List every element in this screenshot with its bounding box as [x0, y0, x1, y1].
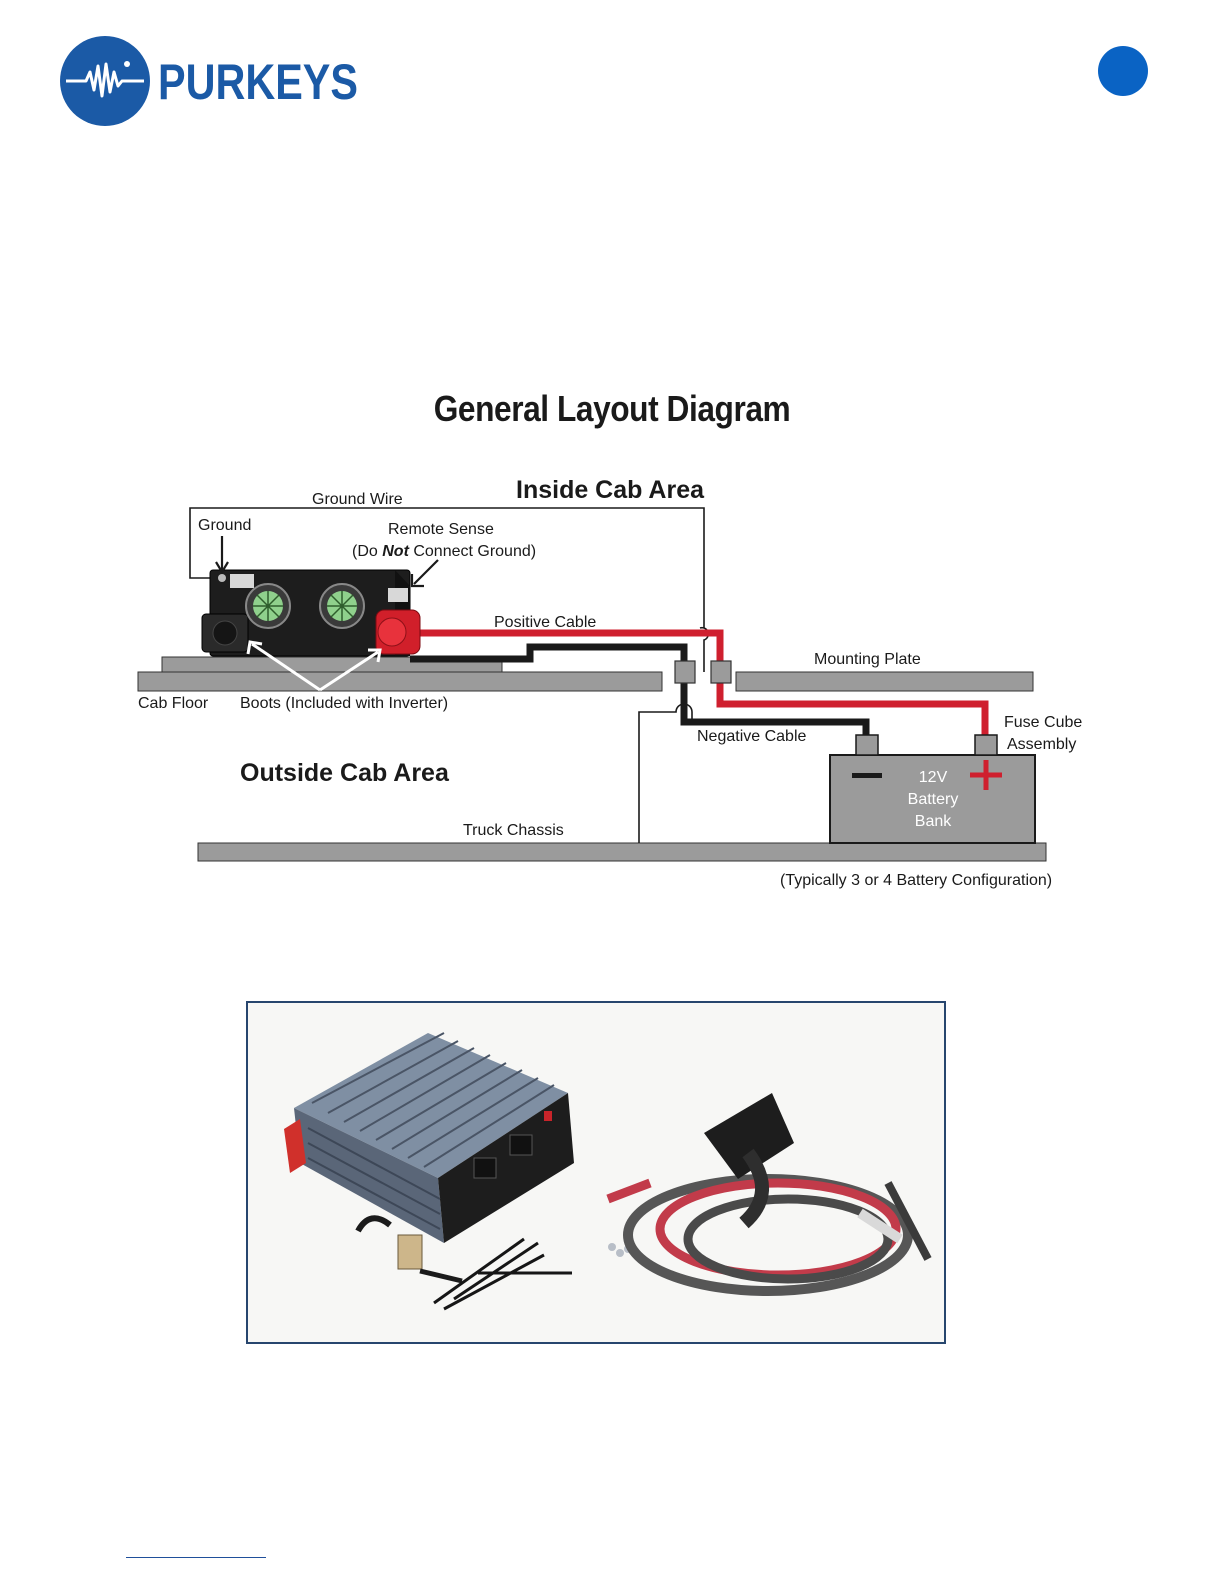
remote-sense-note: (Do Not Connect Ground): [352, 543, 536, 560]
positive-cable-label: Positive Cable: [494, 614, 596, 631]
negative-cable-label: Negative Cable: [697, 728, 807, 745]
cab-floor-plate: [138, 672, 662, 691]
negative-pass-through: [675, 661, 695, 683]
mounting-plate-right: [736, 672, 1033, 691]
cab-floor-label: Cab Floor: [138, 695, 209, 712]
inside-cab-area-label: Inside Cab Area: [516, 476, 705, 504]
battery-label-battery: Battery: [908, 791, 959, 808]
negative-terminal: [856, 735, 878, 755]
outside-cab-area-label: Outside Cab Area: [240, 759, 450, 787]
inverter-photo: [284, 1033, 574, 1243]
ground-label: Ground: [198, 517, 251, 534]
ground-wire-label: Ground Wire: [312, 491, 403, 508]
boots-label: Boots (Included with Inverter): [240, 695, 448, 712]
logo-spark: [124, 61, 130, 67]
truck-chassis-label: Truck Chassis: [463, 822, 564, 839]
remote-sense-arrow: [412, 560, 438, 586]
positive-pass-through: [711, 661, 731, 683]
inverter-unit: [202, 570, 420, 656]
product-photo-illustration: [248, 1003, 944, 1342]
cable-kit-photo: [608, 1093, 928, 1291]
zip-ties-photo: [434, 1239, 572, 1309]
battery-label-12v: 12V: [919, 769, 948, 786]
general-layout-diagram: Inside Cab Area Outside Cab Area Ground …: [0, 460, 1224, 900]
page-indicator-dot: [1098, 46, 1148, 96]
fuse-cube-terminal: [975, 735, 997, 755]
diagram-title: General Layout Diagram: [73, 388, 1150, 430]
minus-icon: [852, 773, 882, 778]
footer-rule: [126, 1557, 266, 1558]
ground-arrow: [216, 536, 228, 572]
battery-configuration-note: (Typically 3 or 4 Battery Configuration): [780, 872, 1052, 889]
product-photo: [246, 1001, 946, 1344]
mounting-plate-label: Mounting Plate: [814, 651, 921, 668]
fuse-cube-assembly-label: Assembly: [1007, 736, 1076, 753]
purkeys-logo: PURKEYS: [60, 36, 380, 128]
battery-label-bank: Bank: [915, 813, 952, 830]
fuse-cube-label: Fuse Cube: [1004, 714, 1082, 731]
brand-name: PURKEYS: [158, 54, 358, 110]
remote-sense-label: Remote Sense: [388, 521, 494, 538]
truck-chassis-plate: [198, 843, 1046, 861]
negative-cable: [410, 647, 866, 738]
